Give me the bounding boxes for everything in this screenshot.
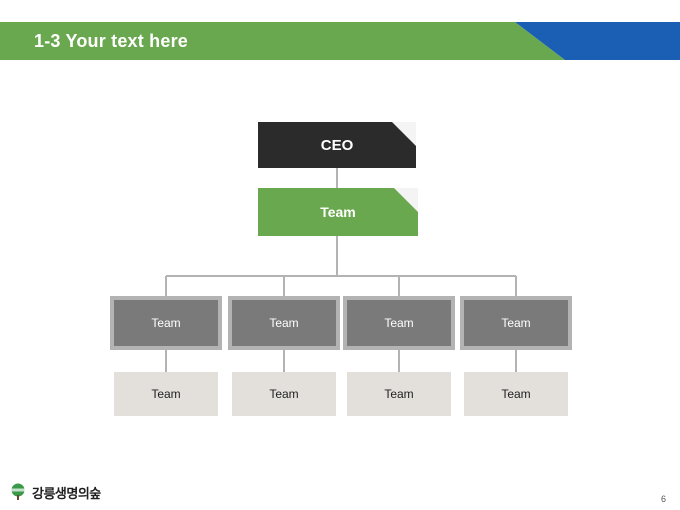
team-box-level3: Team xyxy=(460,296,572,350)
team-box-level3: Team xyxy=(110,296,222,350)
folded-corner-icon xyxy=(392,122,416,146)
page-title: 1-3 Your text here xyxy=(34,31,188,51)
footer-logo: 강릉생명의숲 xyxy=(8,482,101,502)
folded-corner-icon xyxy=(394,188,418,212)
header-band: 1-3 Your text here xyxy=(0,22,680,60)
team-box-level4: Team xyxy=(464,372,568,416)
team-label: Team xyxy=(269,387,299,401)
team-label: Team xyxy=(384,387,414,401)
team-label: Team xyxy=(501,316,531,330)
team-label: Team xyxy=(151,316,181,330)
team-main-label: Team xyxy=(320,204,356,220)
team-box-main: Team xyxy=(258,188,418,236)
team-label: Team xyxy=(269,316,299,330)
team-label: Team xyxy=(501,387,531,401)
team-label: Team xyxy=(384,316,414,330)
ceo-label: CEO xyxy=(320,136,354,154)
team-box-level4: Team xyxy=(114,372,218,416)
team-label: Team xyxy=(151,387,181,401)
logo-text: 강릉생명의숲 xyxy=(32,485,101,501)
tree-logo-icon xyxy=(11,483,25,500)
page-number: 6 xyxy=(661,494,667,504)
ceo-box: CEO xyxy=(258,122,416,168)
team-box-level4: Team xyxy=(347,372,451,416)
team-box-level3: Team xyxy=(343,296,455,350)
team-box-level4: Team xyxy=(232,372,336,416)
team-box-level3: Team xyxy=(228,296,340,350)
header-green-band xyxy=(0,22,565,60)
